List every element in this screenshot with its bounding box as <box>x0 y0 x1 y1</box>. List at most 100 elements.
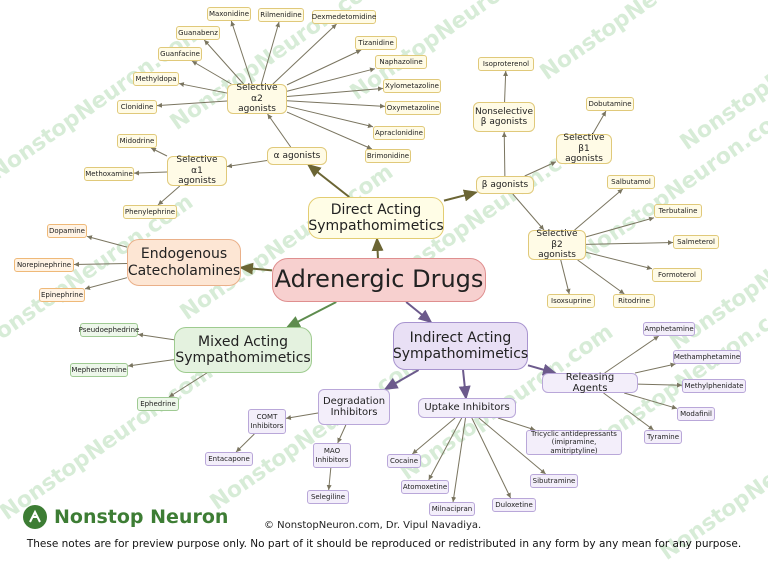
connector-arrow <box>73 261 128 267</box>
connector-arrow <box>634 362 676 374</box>
drug-dobutamine: Dobutamine <box>586 97 634 111</box>
connector-arrow <box>560 259 571 295</box>
connector-arrow <box>286 105 374 129</box>
connector-arrow <box>443 189 478 202</box>
connector-arrow <box>577 259 625 295</box>
connector-arrow <box>230 20 253 85</box>
drug-guanfacine: Guanfacine <box>158 47 202 61</box>
drug-atomoxetine: Atomoxetine <box>401 480 449 494</box>
drug-terbutaline: Terbutaline <box>654 204 702 218</box>
connector-arrow <box>286 67 376 92</box>
connector-arrow <box>478 417 546 475</box>
connector-arrow <box>286 49 362 86</box>
connector-arrow <box>306 163 350 198</box>
connector-arrow <box>603 392 654 431</box>
copyright-text: © NonstopNeuron.com, Dr. Vipul Navadiya. <box>264 520 482 531</box>
drug-salmeterol: Salmeterol <box>673 235 719 249</box>
drug-formoterol: Formoterol <box>652 268 702 282</box>
connector-arrow <box>524 161 557 177</box>
drug-isoxsuprine: Isoxsuprine <box>547 294 595 308</box>
selective-beta2-node: Selective β2 agonists <box>528 229 586 260</box>
uptake-inhibitors-node: Uptake Inhibitors <box>418 398 516 418</box>
drug-methamphetamine: Methamphetamine <box>673 350 741 364</box>
connector-arrow <box>592 110 607 135</box>
connector-arrow <box>260 21 281 85</box>
disclaimer-text: These notes are for preview purpose only… <box>26 538 742 550</box>
drug-dopamine: Dopamine <box>47 224 87 238</box>
drug-modafinil: Modafinil <box>677 407 715 421</box>
connector-arrow <box>326 467 332 491</box>
connector-arrow <box>286 100 386 109</box>
connector-arrow <box>203 39 244 85</box>
connector-arrow <box>411 417 456 455</box>
drug-cocaine: Cocaine <box>387 454 421 468</box>
connector-arrow <box>239 262 273 275</box>
connector-arrow <box>637 382 683 388</box>
connector-arrow <box>137 332 175 341</box>
connector-arrow <box>285 412 319 420</box>
connector-arrow <box>191 60 232 85</box>
drug-brimonidine: Brimonidine <box>365 149 411 163</box>
drug-oxymetazoline: Oxymetazoline <box>385 101 441 115</box>
connector-arrow <box>458 369 471 400</box>
drug-tizanidine: Tizanidine <box>355 36 397 50</box>
drug-duloxetine: Duloxetine <box>492 498 536 512</box>
drug-amphetamine: Amphetamine <box>643 322 695 336</box>
drug-sibutramine: Sibutramine <box>530 474 578 488</box>
mao-inhibitors-node: MAO Inhibitors <box>313 443 351 468</box>
indirect-acting-node: Indirect Acting Sympathomimetics <box>393 322 528 370</box>
connector-arrow <box>503 70 509 103</box>
drug-guanabenz: Guanabenz <box>176 26 220 40</box>
neuron-logo-icon <box>23 505 47 529</box>
connector-arrow <box>178 82 228 94</box>
connector-arrow <box>527 363 557 376</box>
releasing-agents-node: Releasing Agents <box>542 372 638 394</box>
brand-name: Nonstop Neuron <box>54 506 229 528</box>
drug-milnacipran: Milnacipran <box>429 502 475 516</box>
connector-arrow <box>451 417 467 503</box>
drug-norepinephrine: Norepinephrine <box>14 258 74 272</box>
drug-maxonidine: Maxonidine <box>207 7 251 21</box>
connector-arrow <box>383 369 420 390</box>
connector-arrow <box>337 424 347 444</box>
drug-phenylephrine: Phenylephrine <box>123 205 177 219</box>
connector-arrow <box>84 277 128 291</box>
connector-arrow <box>226 160 268 169</box>
drug-salbutamol: Salbutamol <box>607 175 655 189</box>
connector-arrow <box>285 301 337 328</box>
connector-arrow <box>286 111 373 150</box>
drug-isoproterenol: Isoproterenol <box>478 57 534 71</box>
connector-arrow <box>512 193 545 231</box>
connector-arrow <box>133 170 168 176</box>
connector-arrow <box>371 237 384 259</box>
drug-mephentermine: Mephentermine <box>70 363 128 377</box>
connector-arrow <box>585 251 653 270</box>
connector-arrow <box>497 417 536 431</box>
connector-arrow <box>86 235 128 248</box>
drug-epinephrine: Epinephrine <box>39 288 85 302</box>
endogenous-catecholamines-node: Endogenous Catecholamines <box>127 239 241 286</box>
central-topic: Adrenergic Drugs <box>272 258 486 302</box>
connector-arrow <box>127 359 175 368</box>
connector-arrow <box>624 392 678 410</box>
brand-logo: Nonstop Neuron <box>22 504 228 530</box>
drug-methoxamine: Methoxamine <box>84 167 134 181</box>
connector-arrow <box>428 417 463 481</box>
selective-beta1-node: Selective β1 agonists <box>556 133 612 164</box>
drug-naphazoline: Naphazoline <box>375 55 427 69</box>
drug-methyldopa: Methyldopa <box>133 72 179 86</box>
selective-alpha1-node: Selective α1 agonists <box>167 155 227 186</box>
connector-arrow <box>267 113 292 148</box>
connector-arrow <box>574 188 624 231</box>
beta-agonists-node: β agonists <box>476 176 534 194</box>
drug-dexmedetomidine: Dexmedetomidine <box>312 10 376 24</box>
connector-arrow <box>405 301 433 324</box>
drug-selegiline: Selegiline <box>307 490 349 504</box>
drug-pseudoephedrine: Pseudoephedrine <box>79 323 139 337</box>
direct-acting-node: Direct Acting Sympathomimetics <box>308 197 444 239</box>
degradation-inhibitors-node: Degradation Inhibitors <box>318 389 390 425</box>
alpha-agonists-node: α agonists <box>267 147 327 165</box>
mixed-acting-node: Mixed Acting Sympathomimetics <box>174 327 312 373</box>
connector-arrow <box>156 100 228 108</box>
drug-xylometazoline: Xylometazoline <box>383 79 441 93</box>
